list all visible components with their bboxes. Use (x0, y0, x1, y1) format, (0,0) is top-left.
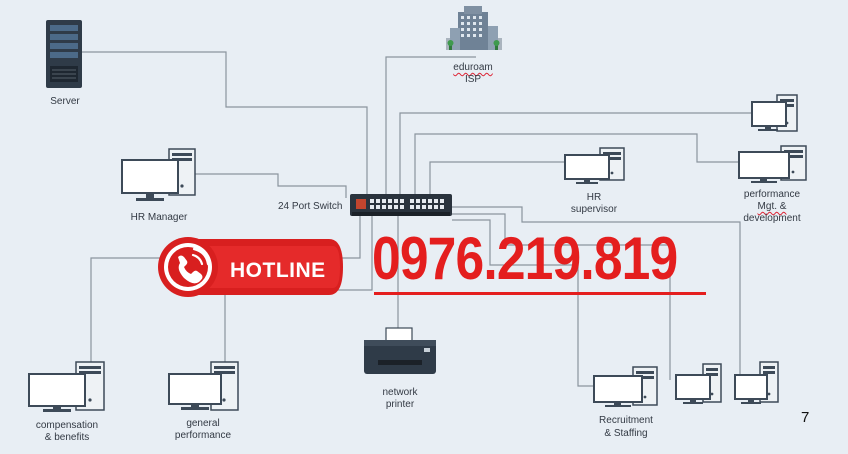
hr-manager-label: HR Manager (130, 212, 188, 223)
switch-label: 24 Port Switch (278, 201, 343, 212)
hotline-badge[interactable] (157, 236, 345, 298)
isp-building-icon (446, 6, 502, 50)
computer-icon-performance (738, 145, 807, 183)
computer-icon-bottom-right-1 (675, 363, 722, 404)
printer-label-line1: network (382, 387, 418, 398)
recruitment-label-line1: Recruitment (599, 415, 653, 426)
performance-mgt-text: Mgt. & (757, 201, 787, 212)
performance-label-line3: development (743, 213, 801, 224)
link-performance (414, 133, 740, 196)
server-icon (46, 20, 82, 88)
computer-icon-general-performance (168, 361, 239, 411)
link-recruitment (452, 219, 600, 387)
printer-icon (364, 327, 436, 374)
page-number: 7 (801, 409, 810, 426)
connector-lines (80, 51, 752, 387)
hotline-label: HOTLINE (230, 259, 326, 282)
phone-underline (374, 292, 706, 295)
signal-waves-icon (191, 247, 210, 266)
link-bottom-right-pc1 (452, 213, 671, 380)
computer-icon-hr-supervisor (564, 147, 625, 184)
computer-icon-hr-manager (121, 148, 196, 201)
recruitment-label-line2: & Staffing (604, 428, 648, 439)
link-hr-supervisor (429, 161, 566, 196)
link-hr-manager (195, 173, 347, 198)
compensation-label-line1: compensation (35, 420, 99, 431)
isp-label-line1: eduroam (450, 62, 496, 74)
printer-label-line2: printer (385, 399, 415, 410)
phone-icon (178, 255, 203, 284)
link-top-right-pc (399, 112, 752, 196)
general-label-line2: performance (174, 430, 232, 441)
hr-supervisor-label-line1: HR (586, 192, 602, 203)
computer-icon-top-right (751, 94, 798, 132)
computer-icon-compensation (28, 361, 105, 412)
hotline-phone-number[interactable]: 0976.219.819 (372, 225, 678, 292)
performance-label-line1: performance (743, 189, 801, 200)
server-label: Server (50, 96, 80, 107)
isp-label-line2: ISP (464, 74, 482, 85)
compensation-label-line2: & benefits (44, 432, 90, 443)
computer-icon-bottom-right-2 (734, 361, 779, 404)
hr-supervisor-label-line2: supervisor (570, 204, 618, 215)
link-bottom-right-pc2 (452, 206, 741, 380)
link-server (80, 51, 368, 196)
isp-name: eduroam (453, 62, 493, 73)
general-label-line1: general (186, 418, 220, 429)
link-isp (385, 56, 476, 196)
switch-icon (350, 194, 452, 216)
performance-label-line2: Mgt. & (734, 201, 810, 213)
computer-icon-recruitment (593, 366, 658, 407)
